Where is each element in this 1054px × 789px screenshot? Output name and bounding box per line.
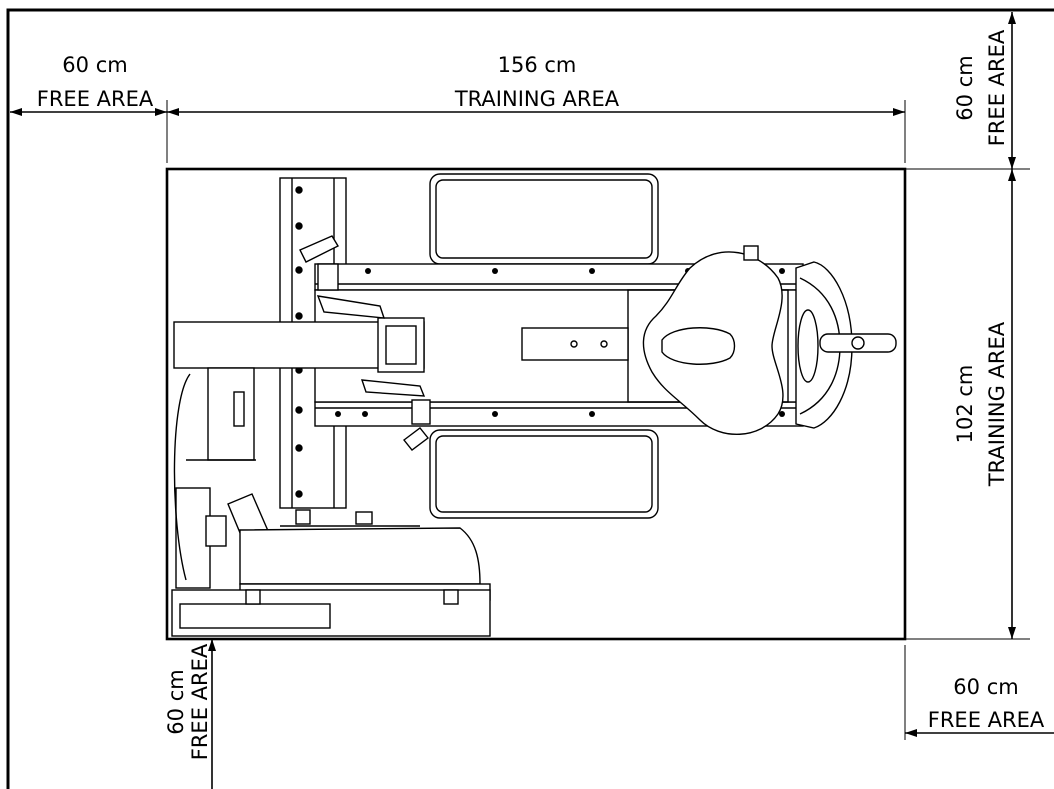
top-center-caption: TRAINING AREA (454, 87, 620, 111)
dimension-top-center (166, 100, 906, 163)
top-left-value: 60 cm (62, 53, 127, 77)
top-right-caption: FREE AREA (985, 29, 1009, 146)
lever-top (316, 295, 386, 319)
machine-top-view (171, 173, 897, 637)
top-center-value: 156 cm (498, 53, 577, 77)
training-area-rectangle (165, 167, 907, 641)
bottom-left-value: 60 cm (164, 669, 188, 734)
bottom-left-caption: FREE AREA (188, 643, 212, 760)
right-middle-value: 102 cm (953, 365, 977, 444)
right-middle-caption: TRAINING AREA (985, 321, 1009, 487)
outer-frame (6, 8, 1054, 789)
top-right-value: 60 cm (953, 55, 977, 120)
bottom-right-caption: FREE AREA (928, 708, 1045, 732)
dimension-bottom-right (904, 645, 1054, 740)
foot-pad-bottom (429, 429, 659, 519)
base-platform (239, 527, 481, 585)
foot-pad-top (429, 173, 659, 265)
top-left-caption: FREE AREA (37, 87, 154, 111)
dimension-right-middle (905, 169, 1030, 640)
motor-housing (207, 367, 255, 461)
bottom-right-value: 60 cm (953, 675, 1018, 699)
lever-bottom (360, 379, 426, 397)
base-foot (179, 603, 331, 629)
dimension-bottom-left (200, 638, 225, 789)
